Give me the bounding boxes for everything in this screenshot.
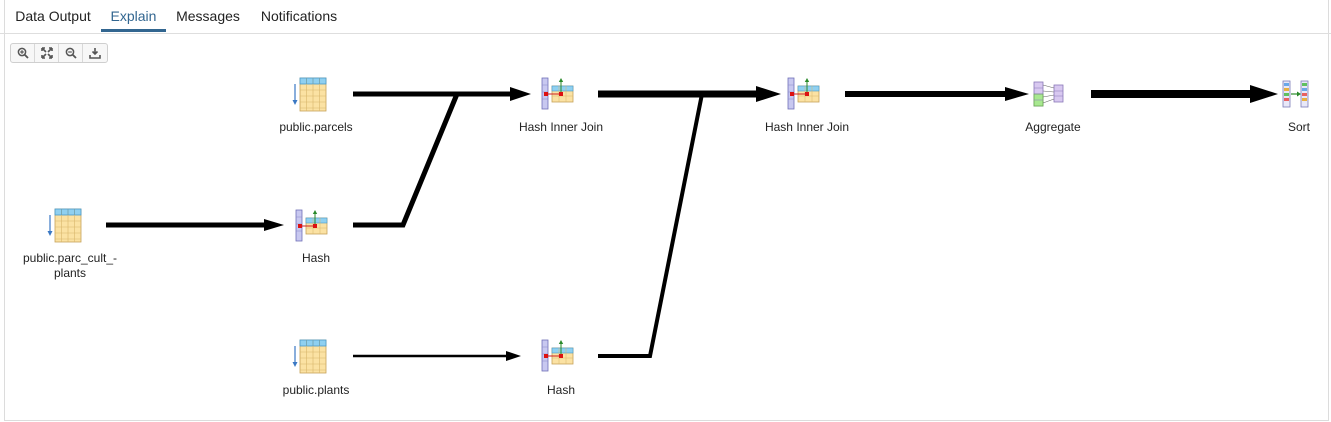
- node-label: public.plants: [283, 383, 350, 397]
- table-scan-icon: [291, 339, 327, 374]
- plan-node-plants[interactable]: public.plants: [283, 339, 350, 397]
- plan-node-hash-inner-join-1[interactable]: Hash Inner Join: [519, 77, 603, 134]
- node-label: public.parc_cult_-: [23, 251, 117, 265]
- hash-join-icon: [541, 77, 574, 110]
- sort-icon: [1282, 80, 1309, 108]
- tab-messages[interactable]: Messages: [176, 8, 240, 24]
- hash-icon: [295, 209, 328, 242]
- download-icon: [89, 48, 101, 59]
- edge-hash-plants-to-join-2: [598, 93, 704, 358]
- edge-arrowhead: [756, 86, 781, 102]
- aggregate-icon: [1033, 81, 1064, 107]
- node-label: plants: [54, 266, 86, 280]
- zoom-in-icon: [17, 47, 29, 59]
- node-label: Aggregate: [1025, 120, 1081, 134]
- zoom-to-fit-icon: [40, 47, 53, 59]
- hash-join-icon: [787, 77, 820, 110]
- zoom-in-button[interactable]: [11, 44, 35, 62]
- plan-node-sort[interactable]: Sort: [1282, 80, 1311, 134]
- tab-notifications[interactable]: Notifications: [260, 8, 338, 24]
- plan-node-hash-inner-join-2[interactable]: Hash Inner Join: [765, 77, 849, 134]
- node-label: Hash Inner Join: [765, 120, 849, 134]
- plan-node-aggregate[interactable]: Aggregate: [1025, 81, 1081, 134]
- node-label: Hash: [302, 251, 330, 265]
- plan-node-parc-cult-plants[interactable]: public.parc_cult_- plants: [23, 208, 117, 280]
- hash-icon: [541, 339, 574, 372]
- explain-panel: [4, 0, 1329, 421]
- result-tabs: Data Output Explain Messages Notificatio…: [0, 0, 1331, 34]
- download-button[interactable]: [83, 44, 107, 62]
- node-label: Hash: [547, 383, 575, 397]
- edge-arrowhead: [506, 351, 521, 361]
- edge-arrowhead: [264, 219, 284, 231]
- zoom-out-button[interactable]: [59, 44, 83, 62]
- edge-arrowhead: [510, 87, 531, 101]
- zoom-to-fit-button[interactable]: [35, 44, 59, 62]
- edge-hash-to-join-1: [353, 93, 460, 228]
- zoom-out-icon: [65, 47, 77, 59]
- tab-explain[interactable]: Explain: [101, 0, 166, 32]
- explain-toolbar: [10, 43, 108, 63]
- edge-arrowhead: [1250, 85, 1278, 103]
- plan-node-parcels[interactable]: public.parcels: [279, 77, 353, 134]
- plan-node-hash-2[interactable]: Hash: [541, 339, 575, 397]
- node-label: Sort: [1288, 120, 1311, 134]
- node-label: public.parcels: [279, 120, 352, 134]
- plan-node-hash-1[interactable]: Hash: [295, 209, 330, 265]
- node-label: Hash Inner Join: [519, 120, 603, 134]
- table-scan-icon: [46, 208, 82, 243]
- table-scan-icon: [291, 77, 327, 112]
- tab-data-output[interactable]: Data Output: [15, 8, 91, 24]
- edge-arrowhead: [1005, 87, 1029, 101]
- plan-edges: [106, 85, 1278, 361]
